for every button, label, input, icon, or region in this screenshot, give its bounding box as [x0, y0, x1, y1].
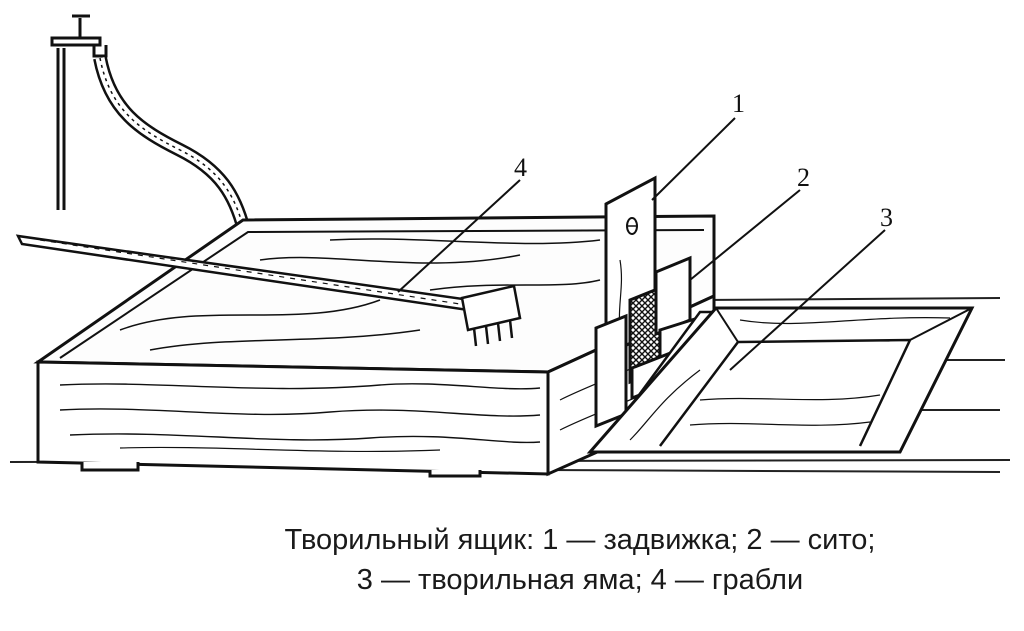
caption-line-2: 3 — творильная яма; 4 — грабли: [356, 564, 804, 596]
callout-4: 4: [514, 153, 527, 182]
slaking-pit: [586, 306, 975, 454]
callout-1: 1: [732, 89, 745, 118]
hose: [93, 56, 251, 232]
leader-lines: [397, 117, 886, 371]
caption-line-1: Творильный ящик: 1 — задвижка; 2 — сито;: [284, 524, 876, 556]
water-tap: [50, 14, 108, 210]
callout-3: 3: [880, 203, 893, 232]
figure-caption: Творильный ящик: 1 — задвижка; 2 — сито;…: [150, 520, 1010, 600]
rake: [15, 234, 522, 347]
callout-2: 2: [797, 163, 810, 192]
